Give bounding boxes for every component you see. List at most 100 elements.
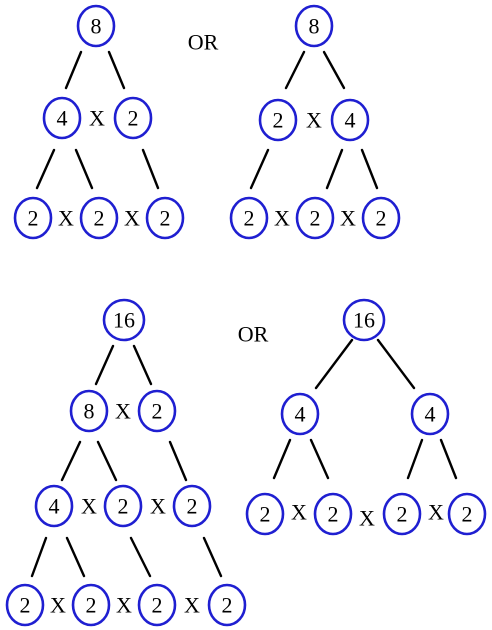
edge: [406, 438, 424, 480]
or-label: OR: [238, 322, 269, 347]
node-value: 8: [309, 14, 320, 39]
edge: [65, 536, 86, 578]
tree-node: 2: [361, 196, 401, 240]
tree-node: 2: [295, 196, 335, 240]
node-value: 8: [91, 14, 102, 39]
times-sign: X: [340, 206, 356, 231]
node-value: 2: [273, 108, 284, 133]
times-sign: X: [124, 206, 140, 231]
tree-node: 2: [5, 583, 45, 627]
tree-node: 8: [76, 4, 116, 48]
times-sign: X: [291, 500, 307, 525]
edge: [360, 148, 379, 190]
times-sign: X: [150, 494, 166, 519]
factor-tree-d: 16 4 4 2 X 2 X 2 X 2: [245, 298, 487, 536]
node-value: 2: [376, 206, 387, 231]
or-label: OR: [188, 30, 219, 55]
factor-tree-b: 8 2 X 4 2 X 2 X 2: [229, 4, 401, 240]
tree-node: 4: [410, 392, 450, 436]
node-value: 16: [113, 308, 135, 333]
node-value: 16: [353, 308, 375, 333]
edge: [202, 536, 223, 578]
node-value: 2: [152, 399, 163, 424]
edge: [284, 50, 306, 90]
factor-tree-a: 8 4 X 2 2 X 2 X 2: [13, 4, 185, 240]
times-sign: X: [306, 108, 322, 133]
tree-node: 2: [447, 492, 487, 536]
node-value: 2: [244, 206, 255, 231]
node-value: 2: [260, 502, 271, 527]
edge: [322, 50, 346, 90]
edge: [132, 344, 153, 386]
node-value: 2: [118, 494, 129, 519]
edge: [74, 148, 94, 190]
tree-node: 2: [382, 492, 422, 536]
tree-node: 2: [13, 196, 53, 240]
tree-node: 4: [34, 484, 74, 528]
node-value: 2: [462, 502, 473, 527]
tree-node: 2: [313, 492, 353, 536]
tree-node: 8: [294, 4, 334, 48]
times-sign: X: [58, 206, 74, 231]
edge: [60, 440, 82, 482]
node-value: 2: [160, 206, 171, 231]
node-value: 4: [345, 108, 356, 133]
node-value: 2: [187, 494, 198, 519]
edge: [439, 438, 458, 480]
tree-node: 2: [172, 484, 212, 528]
edge: [64, 50, 83, 90]
node-value: 2: [397, 502, 408, 527]
times-sign: X: [81, 494, 97, 519]
edge: [141, 148, 160, 190]
node-value: 2: [152, 593, 163, 618]
edge: [376, 338, 416, 390]
node-value: 2: [328, 502, 339, 527]
tree-node: 2: [137, 389, 177, 433]
tree-node: 16: [342, 298, 386, 342]
times-sign: X: [274, 206, 290, 231]
edge: [325, 148, 344, 190]
node-value: 4: [425, 402, 436, 427]
node-value: 4: [57, 106, 68, 131]
tree-node: 4: [280, 392, 320, 436]
tree-node: 2: [245, 492, 285, 536]
node-value: 2: [222, 593, 233, 618]
edge: [168, 440, 188, 482]
tree-node: 4: [330, 98, 370, 142]
edge: [107, 50, 126, 90]
tree-node: 4: [42, 96, 82, 140]
tree-node: 2: [229, 196, 269, 240]
tree-node: 2: [258, 98, 298, 142]
edge: [309, 438, 330, 480]
times-sign: X: [115, 399, 131, 424]
times-sign: X: [184, 593, 200, 618]
node-value: 4: [49, 494, 60, 519]
edge: [94, 344, 115, 386]
edge: [249, 148, 270, 190]
tree-node: 2: [79, 196, 119, 240]
edge: [314, 338, 354, 390]
node-value: 2: [94, 206, 105, 231]
times-sign: X: [359, 506, 375, 531]
times-sign: X: [116, 593, 132, 618]
factor-tree-c: 16 8 X 2 4 X 2 X 2 2 X: [5, 298, 247, 627]
tree-node: 8: [69, 389, 109, 433]
node-value: 2: [28, 206, 39, 231]
node-value: 2: [86, 593, 97, 618]
tree-node: 2: [71, 583, 111, 627]
node-value: 2: [20, 593, 31, 618]
tree-node: 2: [145, 196, 185, 240]
tree-node: 16: [102, 298, 146, 342]
times-sign: X: [50, 593, 66, 618]
node-value: 8: [84, 399, 95, 424]
node-value: 2: [310, 206, 321, 231]
tree-node: 2: [113, 96, 153, 140]
times-sign: X: [89, 106, 105, 131]
edge: [30, 536, 48, 578]
node-value: 2: [128, 106, 139, 131]
tree-node: 2: [103, 484, 143, 528]
times-sign: X: [428, 500, 444, 525]
tree-node: 2: [207, 583, 247, 627]
edge: [96, 440, 118, 482]
